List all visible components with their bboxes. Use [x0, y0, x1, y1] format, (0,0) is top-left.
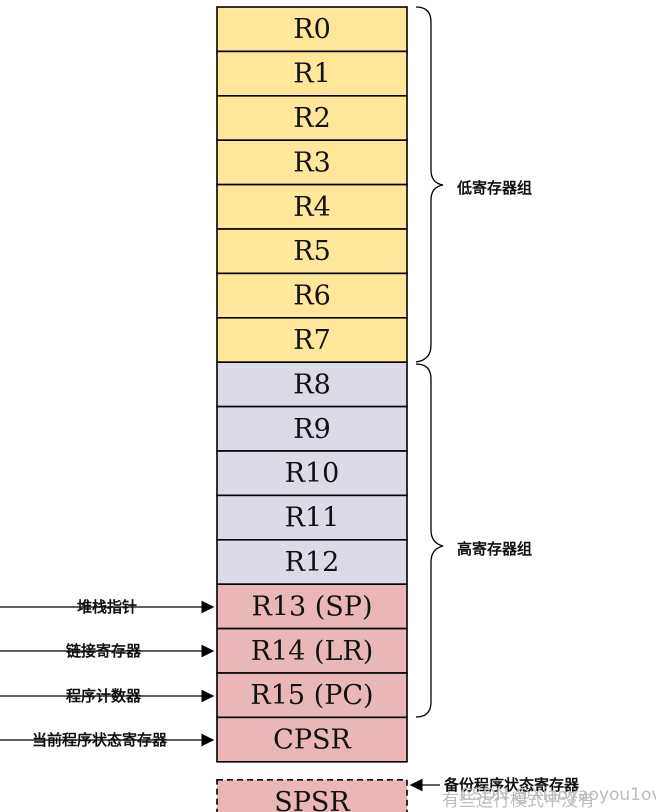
- register-label: R6: [293, 281, 331, 312]
- left-annotations: 堆栈指针 链接寄存器 程序计数器 当前程序状态寄存器: [0, 598, 215, 749]
- watermark-line1: 有些运行模式中没有: [442, 791, 595, 811]
- watermark: 有些运行模式中没有 CSDN @Xiaoyaoyou1ove: [442, 785, 656, 811]
- register-label: R4: [293, 192, 331, 223]
- register-label: CPSR: [273, 725, 351, 756]
- register-cell: [216, 228, 408, 275]
- register-label: R13 (SP): [252, 591, 373, 622]
- register-cell: [216, 139, 408, 186]
- high-group-label: 高寄存器组: [457, 540, 532, 558]
- watermark-line2: CSDN @Xiaoyaoyou1ove: [460, 785, 656, 805]
- stack-pointer-label: 堆栈指针: [77, 598, 137, 616]
- register-cell: [216, 450, 408, 497]
- register-label: R2: [293, 103, 331, 134]
- register-label: R11: [285, 503, 340, 534]
- register-cell: [216, 778, 408, 812]
- register-label: SPSR: [274, 787, 350, 812]
- register-label: R9: [293, 414, 331, 445]
- register-label: R1: [293, 59, 331, 90]
- link-register-label: 链接寄存器: [66, 642, 142, 660]
- high-group-brace: [415, 363, 444, 718]
- cpsr-label: 当前程序状态寄存器: [32, 731, 168, 749]
- register-label: R10: [285, 458, 340, 489]
- register-label: R14 (LR): [251, 636, 374, 667]
- spsr-label: 备份程序状态寄存器: [443, 776, 580, 794]
- register-label: R3: [293, 147, 331, 178]
- register-label: R7: [293, 325, 331, 356]
- program-counter-label: 程序计数器: [66, 687, 142, 705]
- register-label: R15 (PC): [250, 680, 373, 711]
- register-cell: [216, 672, 408, 719]
- right-annotation: 备份程序状态寄存器: [409, 773, 610, 795]
- register-cell: [216, 50, 408, 97]
- register-cell: [216, 494, 408, 541]
- register-label: R12: [285, 547, 340, 578]
- register-cell: [216, 583, 408, 630]
- register-cell: [216, 316, 408, 363]
- register-label: R0: [293, 14, 331, 45]
- register-cell: [216, 6, 408, 53]
- group-braces: 低寄存器组 高寄存器组: [415, 6, 532, 718]
- register-cell: [216, 405, 408, 452]
- register-cell: [216, 716, 408, 763]
- register-label: R5: [293, 236, 331, 267]
- low-group-brace: [415, 6, 444, 363]
- low-group-label: 低寄存器组: [456, 179, 532, 197]
- register-label: R8: [293, 369, 331, 400]
- spsr-label-bg: [440, 773, 610, 795]
